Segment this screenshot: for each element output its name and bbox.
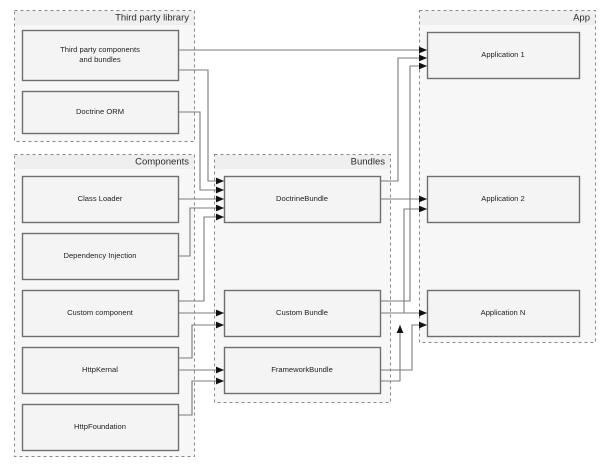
- node-box-httpfoundation[interactable]: [21, 403, 180, 452]
- edge-line-doctrinebundle-to-app1: [380, 57, 427, 182]
- node-label2-third-party-components: and bundles: [79, 55, 121, 64]
- group-header-bundles: [215, 155, 390, 169]
- group-header-third-party-library: [15, 11, 194, 25]
- edge-httpkernal-to-custombundle: [178, 321, 224, 359]
- node-label-httpfoundation: HttpFoundation: [74, 422, 126, 431]
- node-label-doctrinebundle: DoctrineBundle: [276, 194, 328, 203]
- group-title-components: Components: [135, 157, 189, 168]
- edge-httpfoundation-to-frameworkbundle: [178, 377, 224, 416]
- node-label-class-loader: Class Loader: [78, 194, 123, 203]
- node-label-application-1: Application 1: [481, 50, 524, 59]
- edge-custombundle-to-app1: [380, 62, 427, 302]
- node-box-application-1[interactable]: [426, 31, 581, 80]
- node-frameworkbundle[interactable]: FrameworkBundle: [223, 346, 382, 395]
- node-box-doctrine-orm[interactable]: [21, 90, 180, 135]
- arrowhead-orm-to-doctrinebundle: [216, 186, 224, 194]
- node-label-custom-component: Custom component: [67, 308, 134, 317]
- node-box-httpkernal[interactable]: [21, 346, 180, 395]
- arrowhead-custombundle-to-appn: [419, 309, 427, 317]
- node-box-third-party-components[interactable]: [21, 29, 180, 82]
- edge-frameworkbundle-to-appn: [380, 321, 427, 371]
- edge-line-httpkernal-to-custombundle: [178, 324, 224, 359]
- node-custom-bundle[interactable]: Custom Bundle: [223, 289, 382, 338]
- edges-layer: [178, 46, 427, 416]
- arrowhead-custom-to-doctrinebundle: [216, 213, 224, 221]
- node-httpfoundation[interactable]: HttpFoundation: [21, 403, 180, 452]
- node-label-doctrine-orm: Doctrine ORM: [76, 107, 124, 116]
- edge-doctrinebundle-to-app1: [380, 54, 427, 182]
- group-header-components: [15, 155, 194, 169]
- group-title-third-party-library: Third party library: [115, 13, 189, 24]
- node-label-application-2: Application 2: [481, 194, 524, 203]
- node-label-application-n: Application N: [481, 308, 526, 317]
- node-box-custom-bundle[interactable]: [223, 289, 382, 338]
- edge-line-custombundle-to-app1: [380, 65, 427, 302]
- arrowhead-doctrinebundle-to-app1: [419, 54, 427, 62]
- node-doctrine-orm[interactable]: Doctrine ORM: [21, 90, 180, 135]
- node-box-frameworkbundle[interactable]: [223, 346, 382, 395]
- arrowhead-custom-to-custombundle: [216, 309, 224, 317]
- node-application-1[interactable]: Application 1: [426, 31, 581, 80]
- edge-custom-to-doctrinebundle: [178, 213, 224, 302]
- group-outline-app: [419, 10, 596, 343]
- edge-orm-to-doctrinebundle: [178, 111, 224, 194]
- edge-di-to-doctrinebundle: [178, 204, 224, 257]
- node-box-doctrinebundle[interactable]: [223, 175, 382, 224]
- arrowhead-frameworkbundle-extra: [396, 325, 404, 333]
- group-header-app: [420, 11, 595, 25]
- edge-line-orm-to-doctrinebundle: [178, 111, 224, 191]
- group-outline-bundles: [214, 154, 391, 403]
- edge-custombundle-to-appn: [380, 309, 427, 317]
- edge-custom-to-custombundle: [178, 309, 224, 317]
- node-dependency-injection[interactable]: Dependency Injection: [21, 232, 180, 281]
- node-httpkernal[interactable]: HttpKernal: [21, 346, 180, 395]
- node-custom-component[interactable]: Custom component: [21, 289, 180, 338]
- group-outline-components: [14, 154, 195, 457]
- node-application-2[interactable]: Application 2: [426, 175, 581, 224]
- node-box-dependency-injection[interactable]: [21, 232, 180, 281]
- edge-frameworkbundle-extra: [380, 325, 404, 382]
- arrowhead-frameworkbundle-to-appn: [419, 321, 427, 329]
- node-label-httpkernal: HttpKernal: [82, 365, 118, 374]
- edge-line-custom-to-doctrinebundle: [178, 216, 224, 302]
- node-box-application-n[interactable]: [426, 289, 581, 338]
- edge-httpkernal-to-frameworkbundle: [178, 366, 224, 374]
- arrowhead-custombundle-to-app2: [419, 205, 427, 213]
- node-doctrinebundle[interactable]: DoctrineBundle: [223, 175, 382, 224]
- node-label-frameworkbundle: FrameworkBundle: [271, 365, 333, 374]
- arrowhead-classloader-to-doctrinebundle: [216, 195, 224, 203]
- arrowhead-doctrinebundle-to-app2: [419, 195, 427, 203]
- node-application-n[interactable]: Application N: [426, 289, 581, 338]
- edge-line-di-to-doctrinebundle: [178, 207, 224, 257]
- node-box-custom-component[interactable]: [21, 289, 180, 338]
- node-box-application-2[interactable]: [426, 175, 581, 224]
- edge-classloader-to-doctrinebundle: [178, 195, 224, 203]
- arrowhead-custombundle-to-app1: [419, 62, 427, 70]
- arrowhead-tpc-to-doctrinebundle: [216, 177, 224, 185]
- arrowhead-httpfoundation-to-frameworkbundle: [216, 377, 224, 385]
- edge-doctrinebundle-to-app2: [380, 195, 427, 203]
- edge-line-frameworkbundle-extra: [380, 325, 401, 382]
- arrowhead-di-to-doctrinebundle: [216, 204, 224, 212]
- arrowhead-httpkernal-to-frameworkbundle: [216, 366, 224, 374]
- node-label-third-party-components: Third party components: [60, 45, 140, 54]
- node-label-dependency-injection: Dependency Injection: [63, 251, 136, 260]
- group-title-app: App: [573, 13, 590, 24]
- edge-tpc-to-app1: [178, 46, 427, 54]
- edge-line-httpfoundation-to-frameworkbundle: [178, 380, 224, 416]
- group-outline-third-party-library: [14, 10, 195, 142]
- edge-tpc-to-doctrinebundle: [178, 69, 224, 185]
- node-label-custom-bundle: Custom Bundle: [276, 308, 328, 317]
- node-class-loader[interactable]: Class Loader: [21, 175, 180, 224]
- node-box-class-loader[interactable]: [21, 175, 180, 224]
- group-title-bundles: Bundles: [351, 157, 386, 168]
- arrowhead-httpkernal-to-custombundle: [216, 321, 224, 329]
- arrowhead-tpc-to-app1: [419, 46, 427, 54]
